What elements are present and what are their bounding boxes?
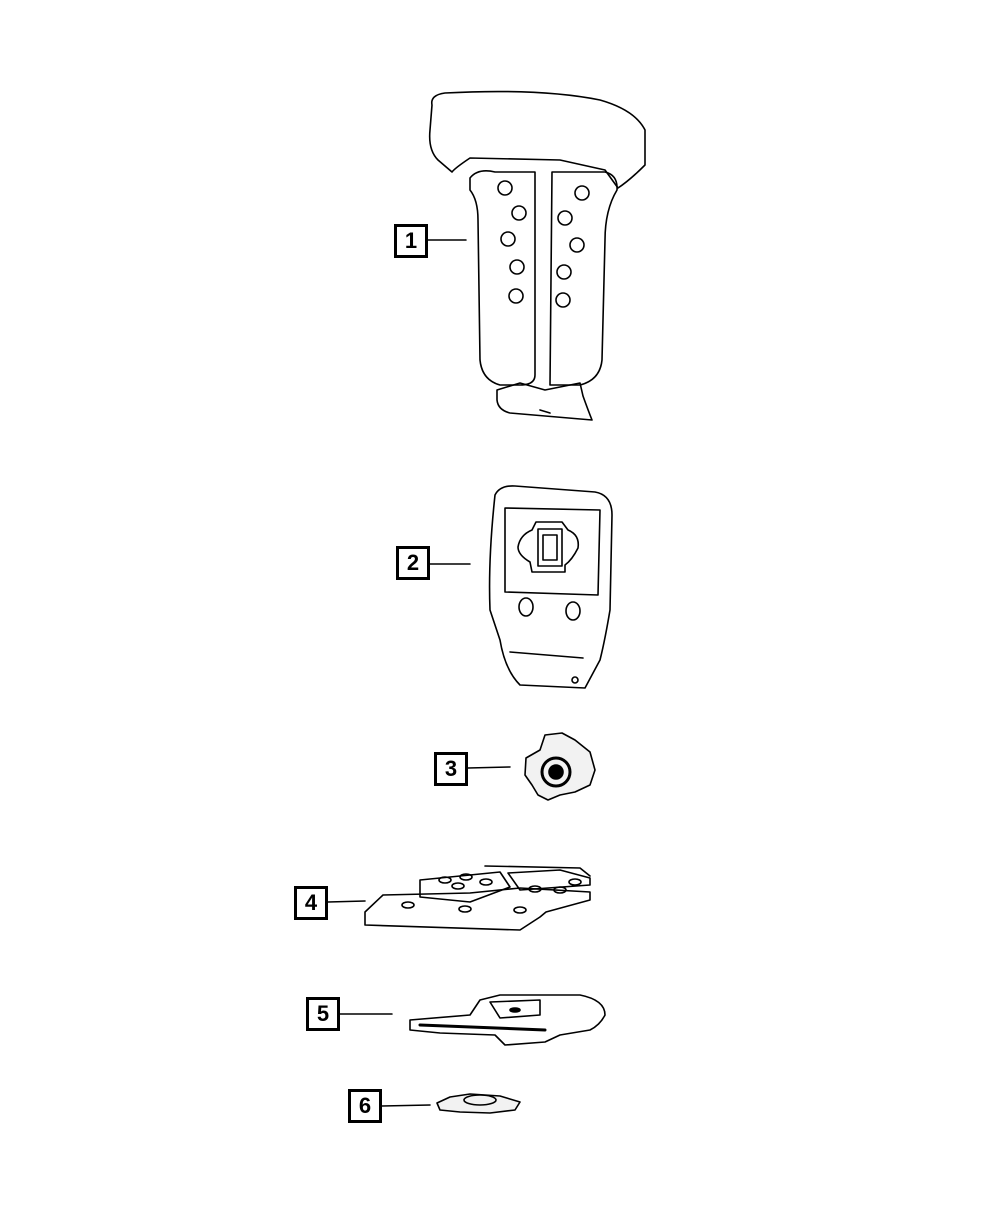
callout-6: 6 <box>348 1089 382 1123</box>
leader-lines <box>327 239 511 1107</box>
part-5-heater-element <box>409 994 606 1046</box>
part-2-back-panel <box>488 485 613 689</box>
callout-4: 4 <box>294 886 328 920</box>
part-6-module <box>436 1093 521 1114</box>
callout-1: 1 <box>394 224 428 258</box>
part-3-actuator <box>524 732 596 801</box>
part-1-seat-back-pad <box>428 90 646 421</box>
callout-3: 3 <box>434 752 468 786</box>
callout-2: 2 <box>396 546 430 580</box>
callout-5: 5 <box>306 997 340 1031</box>
part-4-cushion-mat <box>364 865 591 931</box>
